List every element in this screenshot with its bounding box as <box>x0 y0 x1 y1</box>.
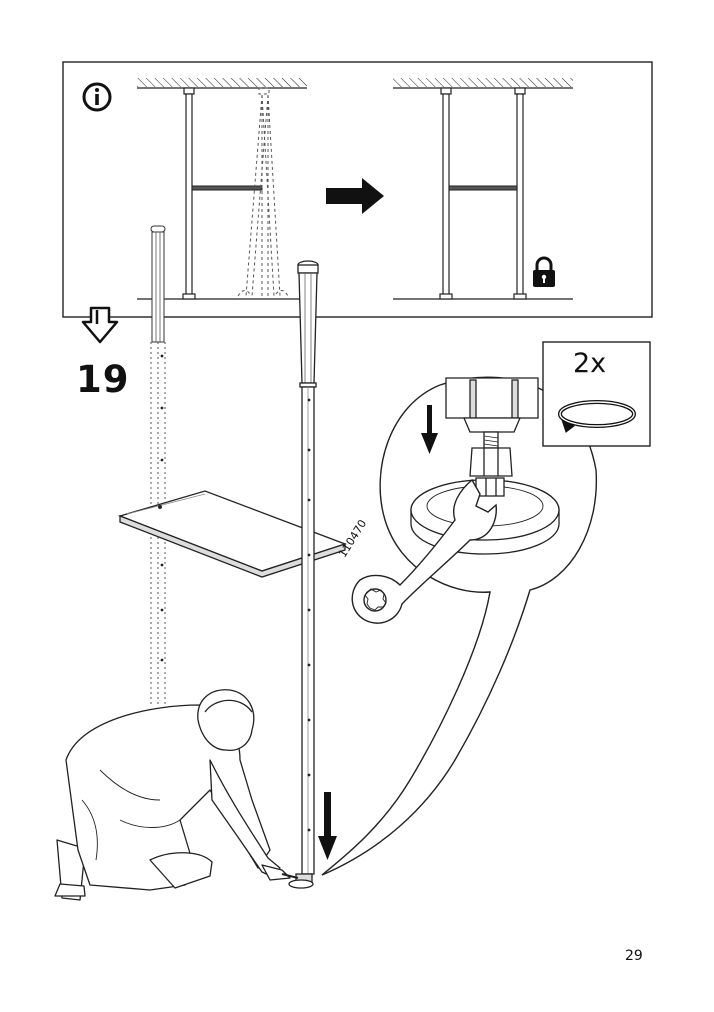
wrench-tool <box>351 478 497 624</box>
post-fixed-left <box>182 87 196 300</box>
post-holes <box>307 398 311 832</box>
ceiling-left <box>137 78 307 89</box>
person-kneeling <box>54 689 299 901</box>
shelf-right <box>448 185 518 191</box>
post-fixed-right-a <box>439 87 453 300</box>
ceiling-right <box>393 78 573 89</box>
post-background <box>150 225 166 705</box>
repeat-box <box>542 341 651 447</box>
arrow-down-small-icon <box>421 405 438 454</box>
post-tilting-left <box>237 87 289 297</box>
detail-callout <box>321 376 598 876</box>
lock-icon <box>533 256 555 287</box>
post-foreground <box>288 260 319 889</box>
page-number: 29 <box>625 948 643 964</box>
arrow-right-icon <box>326 178 384 214</box>
rotate-clockwise-icon <box>558 400 636 433</box>
info-icon <box>82 82 112 112</box>
post-fixed-right-b <box>513 87 527 300</box>
repeat-count-label: 2x <box>573 348 607 379</box>
info-panel <box>62 61 653 318</box>
arrow-down-icon <box>318 792 337 860</box>
step-arrow-icon <box>81 306 119 344</box>
shelf-left <box>191 185 263 191</box>
step-number: 19 <box>76 358 130 401</box>
shelf-installed <box>117 490 347 578</box>
